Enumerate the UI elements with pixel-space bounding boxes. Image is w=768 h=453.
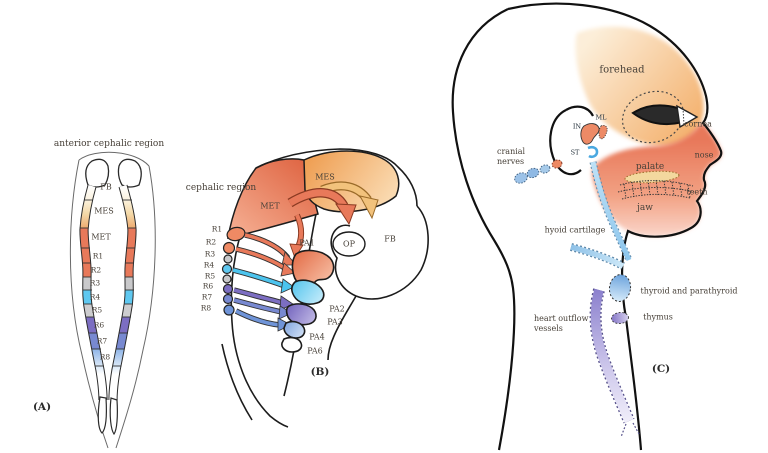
pa6-arch	[281, 336, 303, 353]
neural-tube-band-right	[108, 184, 137, 401]
ossicles	[580, 123, 608, 159]
panel-b-cephalic-region	[221, 148, 429, 428]
r3-dot	[223, 254, 233, 264]
r4-dot	[221, 263, 233, 275]
cranial-nerve-dots	[514, 159, 563, 184]
orbit-dotted-outline	[621, 90, 685, 144]
r1-dot	[226, 226, 246, 242]
r2-dot	[222, 241, 236, 255]
met-to-pa1-arrow	[289, 213, 305, 260]
rhombomere-dots	[221, 226, 246, 316]
mesencephalon-region	[303, 150, 400, 213]
embryo-head-outline	[221, 148, 429, 428]
heart-outflow-band	[589, 288, 640, 438]
thyroid-shape	[608, 274, 632, 302]
pa2-arch	[291, 279, 325, 305]
panel-a-neural-tube	[69, 151, 156, 449]
palate-band	[624, 170, 680, 184]
forebrain-lobes	[85, 158, 142, 188]
pa4-arch	[283, 320, 306, 339]
stapes-shape	[587, 145, 599, 159]
r7-dot	[222, 293, 234, 305]
r5-dot	[222, 274, 232, 284]
met-migration-arrow	[287, 188, 357, 226]
incus-shape	[580, 123, 600, 145]
hyoid-cartilage-band	[569, 243, 625, 270]
neural-tube-tails	[97, 396, 118, 436]
otic-placode	[332, 231, 366, 257]
neural-tube-band-left	[79, 184, 108, 401]
thymus-shape	[611, 312, 629, 324]
panel-c-head	[451, 2, 723, 451]
cornea-shape	[676, 104, 699, 129]
rhombomere-arrows	[232, 232, 297, 332]
r6-dot	[222, 283, 234, 295]
segment-dividers	[79, 199, 137, 367]
pa3-arch	[285, 303, 317, 326]
neural-crest-streak	[589, 161, 633, 262]
teeth-rows	[617, 179, 695, 200]
mes-migration-arrow	[320, 181, 379, 220]
malleus-shape	[598, 124, 608, 140]
r8-dot	[223, 304, 235, 316]
pharyngeal-arches	[281, 249, 335, 353]
